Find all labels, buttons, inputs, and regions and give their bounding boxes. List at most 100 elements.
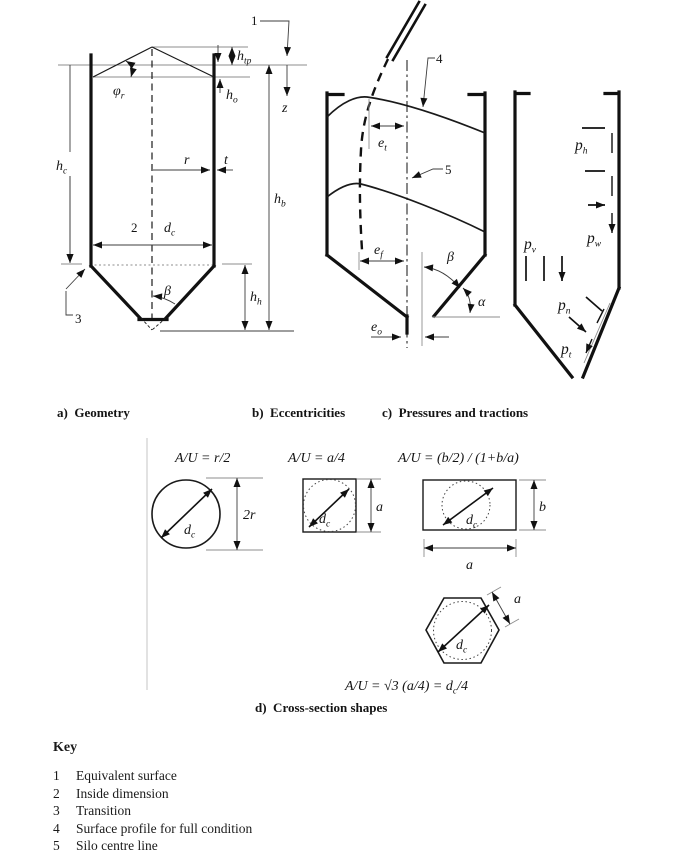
label-a-rect: a <box>466 558 473 573</box>
label-r: r <box>184 153 190 168</box>
key-item-text: Surface profile for full condition <box>76 820 253 836</box>
key-item: 5 Silo centre line <box>53 837 613 855</box>
label-2r: 2r <box>243 508 256 523</box>
key-item-text: Transition <box>76 803 132 818</box>
hopper-wall-left-c <box>512 302 575 380</box>
caption-b: b) Eccentricities <box>252 405 345 420</box>
rect-section <box>422 479 517 531</box>
label-p-w: pw <box>586 230 602 250</box>
ref-3-bracket <box>65 291 73 316</box>
key-item-number: 1 <box>53 768 60 783</box>
label-h-o: ho <box>226 88 238 106</box>
hexagon-d-c-label: dc <box>456 638 468 656</box>
eccentricities-diagram: et 4 5 ef β α eo <box>324 0 500 348</box>
ref-label-2: 2 <box>131 220 138 235</box>
key-item: 1 Equivalent surface <box>53 767 613 785</box>
silo-figure: φr htp ho 1 z hc r t 2 dc β 3 hh hb <box>56 0 688 715</box>
a-ticks-hex <box>486 586 520 628</box>
hopper-inner-line <box>583 302 611 364</box>
key-item: 3 Transition <box>53 802 613 820</box>
label-z: z <box>281 101 288 116</box>
label-a-square: a <box>376 500 383 515</box>
silo-wall-left-b <box>325 91 345 257</box>
ref-4-leader <box>420 57 435 108</box>
label-h-c: hc <box>56 159 68 177</box>
circle-d-c-label: dc <box>184 523 196 541</box>
p-h-arrows <box>582 127 605 205</box>
caption-d: d) Cross-section shapes <box>255 700 387 715</box>
key-item: 2 Inside dimension <box>53 785 613 803</box>
filling-stream <box>385 0 427 62</box>
hopper-wall-left-b <box>324 252 410 335</box>
label-t: t <box>224 153 229 168</box>
key-item-text: Silo centre line <box>76 838 158 853</box>
key-item-text: Inside dimension <box>76 785 169 801</box>
flow-channel-dashed <box>358 58 390 251</box>
key-title: Key <box>53 740 78 755</box>
surface-profile-top <box>326 96 486 134</box>
label-p-n: pn <box>557 297 571 317</box>
hopper-apex-dashed <box>140 317 167 331</box>
ref-5-leader <box>411 168 443 179</box>
hexagon-d-c-arrow <box>437 604 490 653</box>
square-formula: A/U = a/4 <box>287 451 345 466</box>
label-p-t: pt <box>560 341 572 361</box>
rect-formula: A/U = (b/2) / (1+b/a) <box>397 451 519 466</box>
pressures-diagram: ph pw pv pn pt <box>512 90 622 380</box>
label-e-o: eo <box>371 320 382 338</box>
a-dimension-hex <box>491 591 511 625</box>
angle-of-repose-arc <box>125 60 137 78</box>
key-item-number: 4 <box>53 820 60 836</box>
key-item-text: Equivalent surface <box>76 768 177 783</box>
ref-3-leader <box>65 268 86 290</box>
rect-d-c-arrow <box>442 487 494 526</box>
hexagon-inscribed-circle <box>433 601 492 660</box>
silo-wall-right-b <box>467 91 487 257</box>
alpha-arc <box>462 287 475 314</box>
label-a-hex: a <box>514 592 521 607</box>
label-p-v: pv <box>523 236 537 256</box>
label-d-c: dc <box>164 221 176 239</box>
ref-label-3: 3 <box>75 311 82 326</box>
ref-label-5: 5 <box>445 162 452 177</box>
label-beta-b: β <box>446 250 454 265</box>
label-b: b <box>539 500 546 515</box>
square-d-c-label: dc <box>319 512 331 530</box>
label-e-f: ef <box>374 243 384 261</box>
surface-profile-lower <box>326 182 486 233</box>
key-item-number: 2 <box>53 785 60 801</box>
beta-arc-b <box>423 264 461 289</box>
hexagon-section <box>425 597 500 664</box>
label-alpha: α <box>478 295 486 310</box>
top-pile-cone <box>92 46 215 78</box>
ref-label-1: 1 <box>251 13 258 28</box>
p-t-arrows <box>586 308 605 353</box>
key-item-number: 3 <box>53 803 60 818</box>
label-e-t: et <box>378 136 387 154</box>
caption-a: a) Geometry <box>57 405 130 420</box>
cross-sections-diagram: A/U = r/2 dc 2r A/U = a/4 dc a A/U = (b/… <box>146 438 546 697</box>
rect-d-c-label: dc <box>466 513 478 531</box>
ref-1-leader <box>260 20 292 57</box>
hopper-wall-right-c <box>580 285 622 380</box>
beta-arc <box>152 293 176 305</box>
circle-section <box>151 479 221 549</box>
caption-c: c) Pressures and tractions <box>382 405 528 420</box>
hopper-walls <box>88 263 217 322</box>
p-n-arrows <box>568 296 603 332</box>
label-beta-a: β <box>163 284 171 299</box>
square-d-c-arrow <box>308 488 350 528</box>
key-section: Key 1 Equivalent surface 2 Inside dimensio… <box>53 740 613 855</box>
p-v-arrows <box>525 256 562 281</box>
label-phi-r: φr <box>113 84 125 102</box>
label-p-h: ph <box>574 137 588 157</box>
key-item: 4 Surface profile for full condition <box>53 820 613 838</box>
label-h-tp: htp <box>237 49 252 67</box>
circle-formula: A/U = r/2 <box>174 451 230 466</box>
silo-wall-right-c <box>603 90 621 290</box>
silo-wall-left-c <box>513 90 531 307</box>
label-h-b: hb <box>274 192 286 210</box>
key-item-number: 5 <box>53 838 60 853</box>
label-h-h: hh <box>250 290 262 308</box>
